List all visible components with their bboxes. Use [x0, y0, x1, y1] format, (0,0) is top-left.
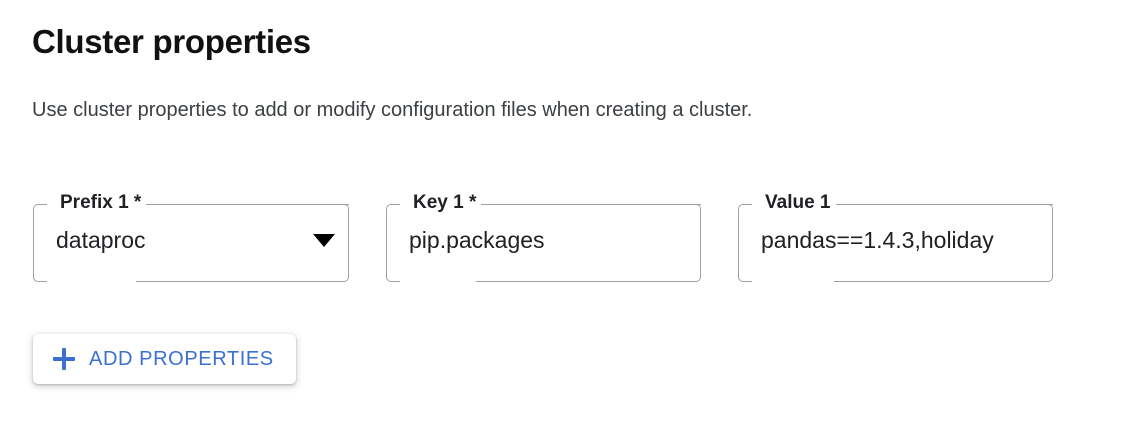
add-properties-button[interactable]: ADD PROPERTIES	[33, 334, 296, 384]
prefix-select-control[interactable]: dataproc	[33, 218, 349, 262]
value-input-value: pandas==1.4.3,holiday	[761, 227, 994, 253]
value-input-control[interactable]: pandas==1.4.3,holiday	[738, 218, 1053, 262]
key-input-control[interactable]: pip.packages	[386, 218, 701, 262]
plus-icon	[53, 348, 75, 370]
prefix-field-label: Prefix 1 *	[55, 191, 147, 215]
key-input-field[interactable]: Key 1 * pip.packages	[386, 191, 701, 282]
prefix-select-field[interactable]: Prefix 1 * dataproc	[33, 191, 349, 282]
chevron-down-icon[interactable]	[313, 233, 335, 247]
value-input-field[interactable]: Value 1 pandas==1.4.3,holiday	[738, 191, 1053, 282]
key-field-label: Key 1 *	[408, 191, 482, 215]
key-input-value: pip.packages	[409, 227, 545, 253]
value-field-label: Value 1	[760, 191, 836, 215]
page-title: Cluster properties	[32, 23, 311, 60]
add-properties-button-label: ADD PROPERTIES	[89, 347, 274, 370]
section-description: Use cluster properties to add or modify …	[32, 99, 753, 121]
prefix-selected-value: dataproc	[56, 227, 146, 253]
